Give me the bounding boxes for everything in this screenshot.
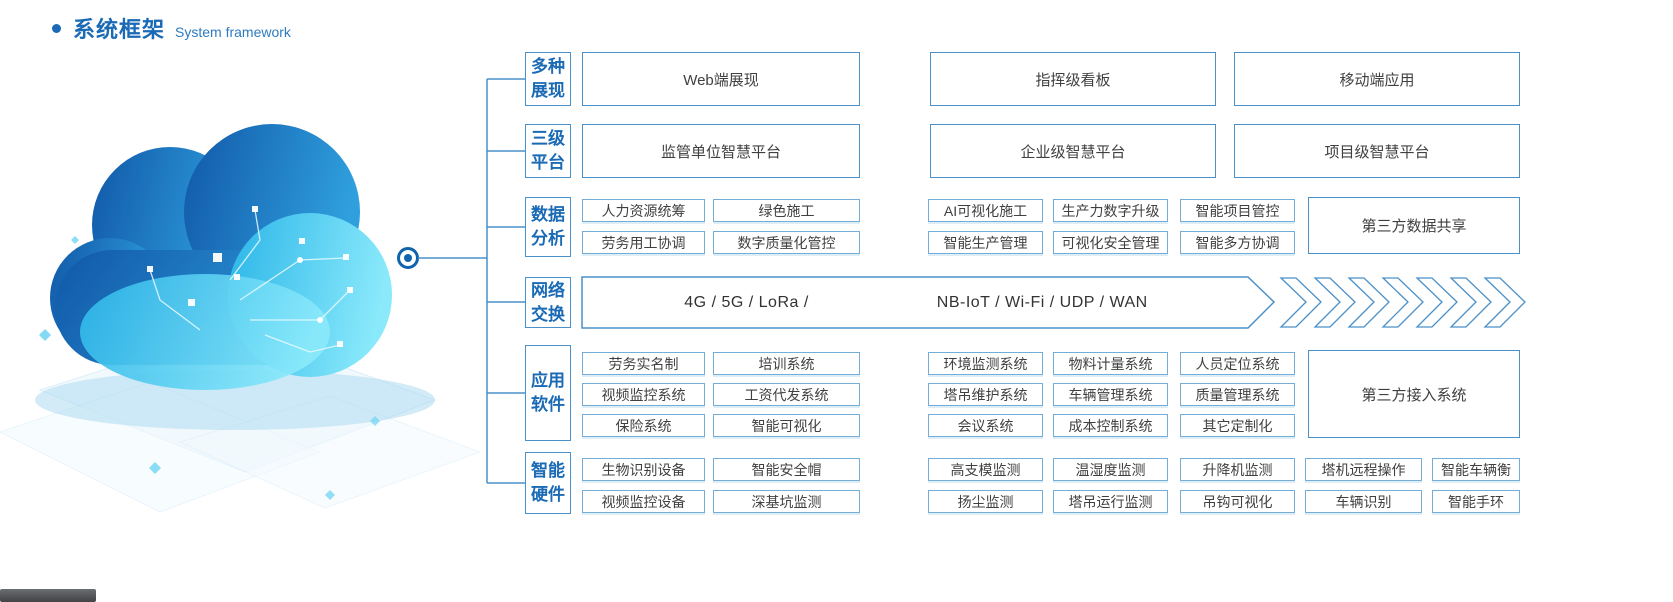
box-third-party-access-system: 第三方接入系统 bbox=[1308, 350, 1520, 438]
network-protocols: 4G / 5G / LoRa / NB-IoT / Wi-Fi / UDP / … bbox=[582, 277, 1250, 328]
box-personnel-positioning-system: 人员定位系统 bbox=[1180, 352, 1295, 375]
box-tower-crane-maintenance-system: 塔吊维护系统 bbox=[928, 383, 1043, 406]
category-network-exchange: 网络交换 bbox=[525, 277, 571, 328]
box-vehicle-mgmt-system: 车辆管理系统 bbox=[1053, 383, 1168, 406]
box-smart-vehicle-scale: 智能车辆衡 bbox=[1432, 458, 1520, 481]
box-visual-safety-mgmt: 可视化安全管理 bbox=[1053, 231, 1168, 254]
box-smart-visualization: 智能可视化 bbox=[713, 414, 860, 437]
box-meeting-system: 会议系统 bbox=[928, 414, 1043, 437]
box-labor-coordination: 劳务用工协调 bbox=[582, 231, 705, 254]
box-hr-planning: 人力资源统筹 bbox=[582, 199, 705, 222]
box-other-customization: 其它定制化 bbox=[1180, 414, 1295, 437]
box-labor-real-name: 劳务实名制 bbox=[582, 352, 705, 375]
network-protocols-right: NB-IoT / Wi-Fi / UDP / WAN bbox=[936, 293, 1148, 311]
box-tower-crane-operation-monitoring: 塔吊运行监测 bbox=[1053, 490, 1168, 513]
connector-node bbox=[397, 247, 419, 269]
box-dust-monitoring: 扬尘监测 bbox=[928, 490, 1043, 513]
box-third-party-data-sharing: 第三方数据共享 bbox=[1308, 197, 1520, 254]
box-payroll-system: 工资代发系统 bbox=[713, 383, 860, 406]
box-ai-visual-construction: AI可视化施工 bbox=[928, 199, 1043, 222]
box-deep-pit-monitoring: 深基坑监测 bbox=[713, 490, 860, 513]
box-mobile-app: 移动端应用 bbox=[1234, 52, 1520, 106]
box-insurance-system: 保险系统 bbox=[582, 414, 705, 437]
page-title-en: System framework bbox=[175, 24, 291, 40]
box-digital-quality-control: 数字质量化管控 bbox=[713, 231, 860, 254]
category-three-platform: 三级平台 bbox=[525, 124, 571, 178]
box-cost-control-system: 成本控制系统 bbox=[1053, 414, 1168, 437]
box-smart-wristband: 智能手环 bbox=[1432, 490, 1520, 513]
network-protocols-left: 4G / 5G / LoRa / bbox=[684, 293, 809, 311]
category-smart-hardware: 智能硬件 bbox=[525, 452, 571, 514]
box-regulator-platform: 监管单位智慧平台 bbox=[582, 124, 860, 178]
box-tower-crane-remote-operation: 塔机远程操作 bbox=[1305, 458, 1422, 481]
box-productivity-upgrade: 生产力数字升级 bbox=[1053, 199, 1168, 222]
box-smart-production-mgmt: 智能生产管理 bbox=[928, 231, 1043, 254]
cloud-illustration bbox=[50, 124, 392, 390]
box-enterprise-platform: 企业级智慧平台 bbox=[930, 124, 1216, 178]
box-smart-project-control: 智能项目管控 bbox=[1180, 199, 1295, 222]
box-video-surveillance-device: 视频监控设备 bbox=[582, 490, 705, 513]
box-smart-helmet: 智能安全帽 bbox=[713, 458, 860, 481]
page-title: 系统框架 System framework bbox=[52, 12, 291, 44]
page-title-cn: 系统框架 bbox=[73, 17, 166, 42]
bottom-left-artifact bbox=[0, 589, 96, 602]
box-quality-mgmt-system: 质量管理系统 bbox=[1180, 383, 1295, 406]
box-project-platform: 项目级智慧平台 bbox=[1234, 124, 1520, 178]
box-web-display: Web端展现 bbox=[582, 52, 860, 106]
category-multi-display: 多种展现 bbox=[525, 52, 571, 106]
chevron-arrows-icon bbox=[1279, 277, 1526, 328]
category-data-analysis: 数据分析 bbox=[525, 197, 571, 257]
box-training-system: 培训系统 bbox=[713, 352, 860, 375]
box-command-dashboard: 指挥级看板 bbox=[930, 52, 1216, 106]
box-green-construction: 绿色施工 bbox=[713, 199, 860, 222]
box-smart-multiparty-coordination: 智能多方协调 bbox=[1180, 231, 1295, 254]
box-temp-humidity-monitoring: 温湿度监测 bbox=[1053, 458, 1168, 481]
box-formwork-monitoring: 高支模监测 bbox=[928, 458, 1043, 481]
box-hoist-monitoring: 升降机监测 bbox=[1180, 458, 1295, 481]
box-material-metering-system: 物料计量系统 bbox=[1053, 352, 1168, 375]
box-hook-visualization: 吊钩可视化 bbox=[1180, 490, 1295, 513]
bullet-dot-icon bbox=[52, 23, 61, 33]
category-application-software: 应用软件 bbox=[525, 345, 571, 441]
box-vehicle-recognition: 车辆识别 bbox=[1305, 490, 1422, 513]
box-video-surveillance-system: 视频监控系统 bbox=[582, 383, 705, 406]
box-biometric-device: 生物识别设备 bbox=[582, 458, 705, 481]
tree-connector-lines bbox=[418, 78, 525, 484]
box-env-monitoring-system: 环境监测系统 bbox=[928, 352, 1043, 375]
circuit-platform-decoration bbox=[0, 236, 482, 513]
